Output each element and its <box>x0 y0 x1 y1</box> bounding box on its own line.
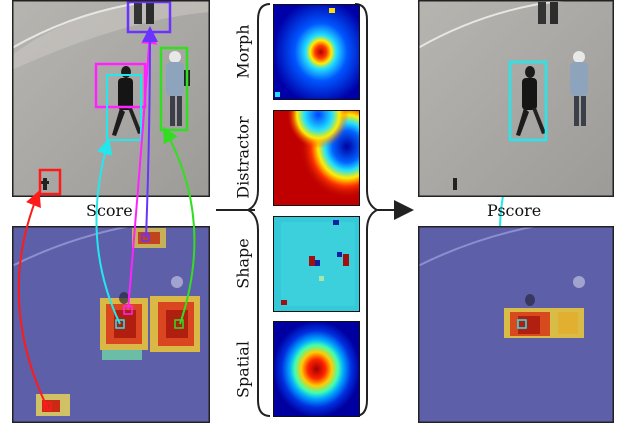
label-distractor: Distractor <box>233 116 253 199</box>
photo-top-right <box>418 0 614 197</box>
map-distractor <box>273 110 360 206</box>
caption-pscore: Pscore <box>487 201 542 220</box>
label-morph: Morph <box>233 24 253 79</box>
left-brace <box>245 3 271 417</box>
map-morph <box>273 4 360 100</box>
cyan-arrow <box>95 138 121 325</box>
heatmap-bottom-right <box>418 226 614 423</box>
magenta-box <box>94 62 147 109</box>
purple-arrow <box>141 26 158 239</box>
right-brace <box>354 3 380 417</box>
map-shape <box>273 216 360 312</box>
heatmap-bottom-left <box>12 226 210 423</box>
pscore-blob <box>504 308 584 338</box>
green-arrow <box>163 126 196 325</box>
red-box <box>38 168 62 196</box>
photo-top-left <box>12 0 210 197</box>
label-shape: Shape <box>233 238 253 289</box>
magenta-arrow <box>127 28 158 311</box>
cyan-box-left <box>106 74 142 141</box>
label-spatial: Spatial <box>233 341 253 398</box>
small-object <box>41 178 49 190</box>
pedestrian-top <box>134 2 154 24</box>
map-spatial <box>273 321 360 417</box>
red-arrow <box>17 190 49 410</box>
cyan-box-right <box>508 60 548 142</box>
